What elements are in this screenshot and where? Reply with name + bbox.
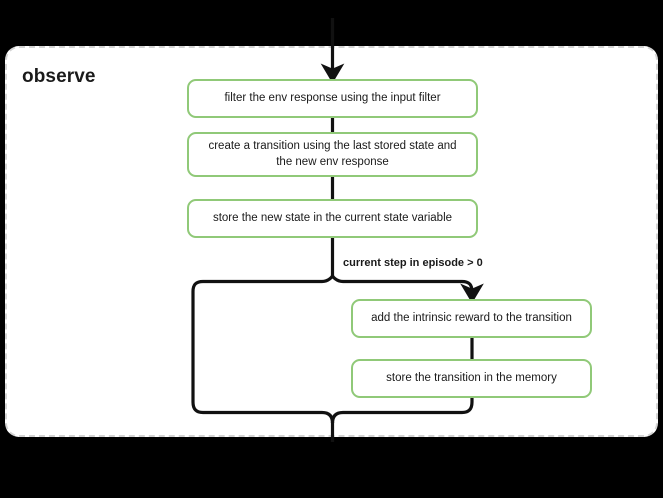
subgraph-title: observe [22, 66, 96, 87]
node-store-new-state[interactable]: store the new state in the current state… [187, 199, 478, 238]
node-create-transition[interactable]: create a transition using the last store… [187, 132, 478, 177]
node-add-intrinsic-reward[interactable]: add the intrinsic reward to the transiti… [351, 299, 592, 338]
edge-label-current-step-condition: current step in episode > 0 [343, 257, 483, 269]
node-store-transition-memory[interactable]: store the transition in the memory [351, 359, 592, 398]
node-filter-env-response[interactable]: filter the env response using the input … [187, 79, 478, 118]
